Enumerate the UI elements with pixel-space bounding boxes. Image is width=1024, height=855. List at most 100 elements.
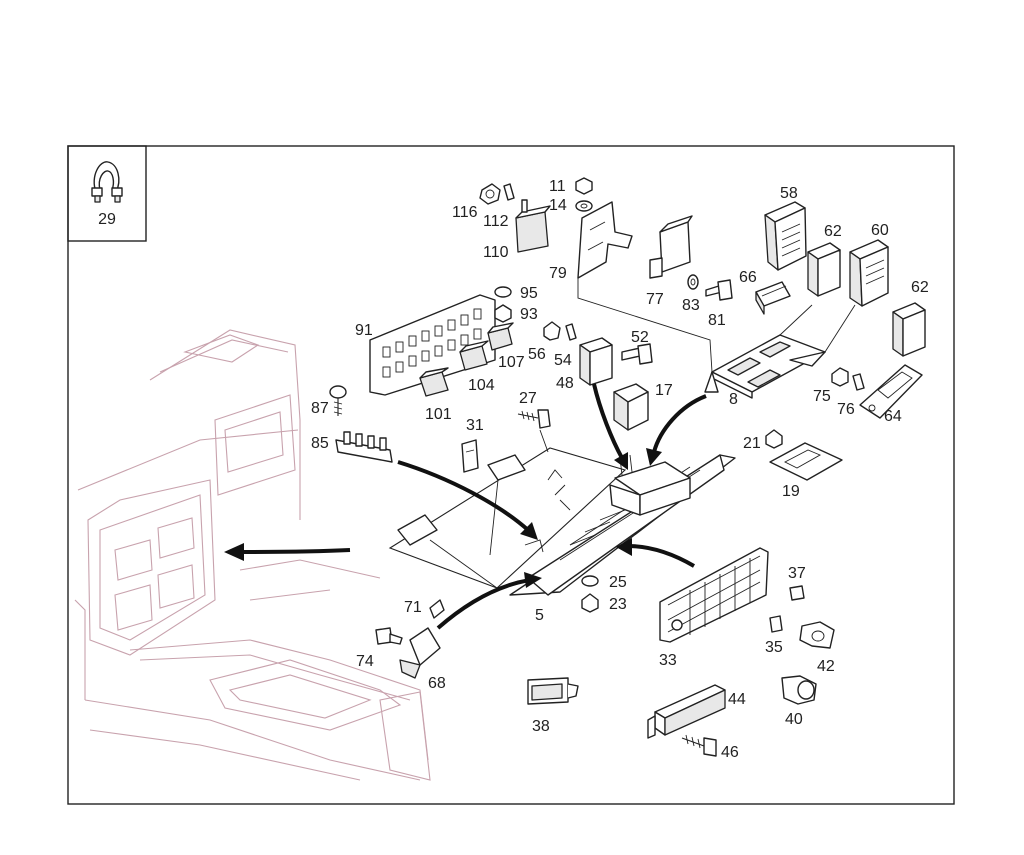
label-46: 46	[721, 744, 739, 761]
label-58: 58	[780, 185, 798, 202]
part-107-relay	[487, 322, 514, 351]
part-8-bracket	[704, 334, 826, 399]
part-35	[769, 615, 783, 633]
label-95: 95	[520, 285, 538, 302]
label-54: 54	[554, 352, 572, 369]
label-116: 116	[452, 204, 478, 221]
label-60: 60	[871, 222, 889, 239]
label-14: 14	[549, 197, 567, 214]
label-71: 71	[404, 599, 422, 616]
label-37: 37	[788, 565, 806, 582]
part-labels: 5 8 11 14 17 19 21 23 25 27 31 33 35 37 …	[311, 178, 929, 761]
label-62b: 62	[911, 279, 929, 296]
label-27: 27	[519, 390, 537, 407]
assembly-arrows	[224, 383, 707, 630]
label-56: 56	[528, 346, 546, 363]
label-52: 52	[631, 329, 649, 346]
part-104-relay	[459, 340, 489, 371]
part-48-connector	[579, 337, 613, 386]
part-64-bracket	[859, 364, 923, 419]
label-68: 68	[428, 675, 446, 692]
part-37	[789, 585, 805, 601]
label-31: 31	[466, 417, 484, 434]
part-25-clip	[581, 575, 599, 587]
part-66	[755, 281, 791, 315]
part-58-relay	[764, 201, 807, 271]
label-17: 17	[655, 382, 673, 399]
label-11: 11	[549, 178, 566, 195]
label-104: 104	[468, 377, 495, 394]
part-40-lamp	[781, 675, 817, 705]
label-112: 112	[483, 213, 509, 230]
label-44: 44	[728, 691, 746, 708]
part-27-screw	[517, 409, 551, 429]
part-14-washer	[575, 200, 593, 212]
part-81-bolt	[705, 279, 733, 301]
label-35: 35	[765, 639, 783, 656]
label-42: 42	[817, 658, 835, 675]
label-66: 66	[739, 269, 757, 286]
label-79: 79	[549, 265, 567, 282]
label-8: 8	[729, 391, 738, 408]
inset-box-29: 29	[67, 145, 147, 242]
label-38: 38	[532, 718, 550, 735]
label-48: 48	[556, 375, 574, 392]
part-31-clip	[461, 439, 479, 473]
part-95-clip	[494, 286, 512, 298]
label-83: 83	[682, 297, 700, 314]
label-107: 107	[498, 354, 525, 371]
part-11-nut	[575, 177, 593, 195]
label-19: 19	[782, 483, 800, 500]
label-21: 21	[743, 435, 761, 452]
part-46-screw	[681, 734, 717, 757]
part-23-nut	[581, 593, 599, 613]
part-19-plate	[769, 442, 843, 481]
part-101-relay	[419, 367, 449, 397]
part-112-clip	[503, 183, 515, 201]
part-71-clip	[429, 599, 445, 619]
part-33-fuse-box	[659, 547, 769, 643]
part-93-nut	[494, 304, 512, 323]
label-75: 75	[813, 388, 831, 405]
part-56-nut	[543, 321, 561, 341]
vehicle-dashboard-outline	[74, 329, 431, 781]
label-87: 87	[311, 400, 329, 417]
label-64: 64	[884, 408, 902, 425]
label-5: 5	[535, 607, 544, 624]
part-62-relay-b	[892, 302, 926, 357]
label-101: 101	[425, 406, 452, 423]
label-23: 23	[609, 596, 627, 613]
label-77: 77	[646, 291, 664, 308]
part-87-screw	[329, 385, 347, 416]
part-116-nut	[479, 183, 501, 205]
label-33: 33	[659, 652, 677, 669]
part-42	[799, 621, 835, 649]
part-17	[613, 383, 649, 431]
label-74: 74	[356, 653, 374, 670]
part-21-nut	[765, 429, 783, 449]
label-110: 110	[483, 244, 509, 261]
part-68-switch	[399, 627, 441, 679]
label-93: 93	[520, 306, 538, 323]
leader-lines	[429, 278, 856, 589]
part-38	[527, 677, 579, 705]
label-40: 40	[785, 711, 803, 728]
label-76: 76	[837, 401, 855, 418]
cable-clamp-icon	[91, 161, 123, 203]
part-54-clip	[565, 323, 577, 341]
part-75-nut	[831, 367, 849, 387]
label-91: 91	[355, 322, 373, 339]
part-74-bolt	[375, 627, 403, 645]
part-44	[647, 684, 726, 739]
diagram-frame	[67, 145, 955, 805]
part-83-washer	[687, 274, 699, 290]
inset-label: 29	[98, 211, 116, 228]
part-85-connector	[335, 431, 393, 463]
label-25: 25	[609, 574, 627, 591]
label-85: 85	[311, 435, 329, 452]
part-110-relay	[515, 199, 551, 253]
label-81: 81	[708, 312, 726, 329]
part-60-relay	[849, 239, 889, 307]
part-91-relay-board	[369, 294, 496, 396]
